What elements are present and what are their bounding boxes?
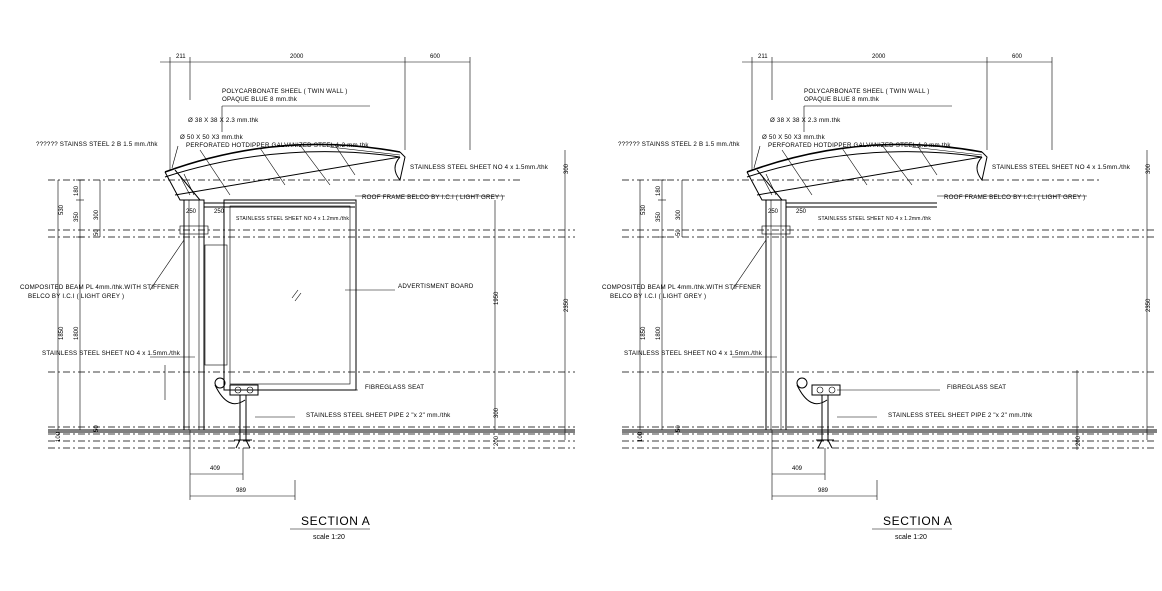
top-dimension-chain: 211 2000 600 — [160, 54, 471, 170]
bottom-dimension-chain: 409 989 — [189, 430, 296, 500]
dim-250b: 250 — [796, 209, 807, 215]
section-drawing-1: 211 2000 600 — [20, 54, 575, 541]
label-polycarbonate: POLYCARBONATE SHEEL ( TWIN WALL ) — [222, 88, 348, 95]
label-opaque: OPAQUE BLUE 8 mm.thk — [804, 96, 880, 103]
dim-600: 600 — [430, 54, 441, 60]
label-tube38: Ø 38 X 38 X 2.3 mm.thk — [188, 117, 259, 124]
label-fibreglass: FIBREGLASS SEAT — [947, 384, 1006, 391]
dim-300-right: 300 — [564, 163, 570, 174]
dim-300: 300 — [676, 209, 682, 220]
section-drawing-2: 211 2000 600 — [602, 54, 1157, 541]
dim-180: 180 — [74, 185, 80, 196]
dim-409: 409 — [210, 466, 221, 472]
dim-300-right: 300 — [1146, 163, 1152, 174]
label-opaque: OPAQUE BLUE 8 mm.thk — [222, 96, 298, 103]
dim-50b: 50 — [676, 425, 682, 432]
label-stainless-small: STAINLESS STEEL SHEET NO 4 x 1.2mm./thk — [818, 216, 931, 222]
dim-1800: 1800 — [74, 326, 80, 340]
label-composited-1: COMPOSITED BEAM PL 4mm./thk.WITH STIFFEN… — [20, 284, 179, 291]
bottom-dimension-chain: 409 989 — [771, 430, 878, 500]
right-dimension-chain: 300 1950 2350 300 200 — [494, 150, 570, 446]
dim-350: 350 — [74, 211, 80, 222]
section-title: SECTION A — [301, 514, 370, 528]
label-stainss: ?????? STAINSS STEEL 2 B 1.5 mm./thk — [36, 141, 158, 148]
dim-1850: 1850 — [641, 326, 647, 340]
reference-lines — [622, 179, 1157, 449]
dim-211: 211 — [176, 54, 186, 60]
dim-300-lower: 300 — [494, 407, 500, 418]
fibreglass-seat — [796, 377, 841, 449]
label-composited-2: BELCO BY I.C.I ( LIGHT GREY ) — [28, 293, 124, 300]
label-advertisment: ADVERTISMENT BOARD — [398, 283, 474, 290]
dim-250b: 250 — [214, 209, 225, 215]
label-stainless-mid: STAINLESS STEEL SHEET NO 4 x 1.5mm./thk — [42, 350, 181, 357]
label-leaders — [149, 105, 505, 418]
reference-lines — [48, 179, 575, 449]
dim-2350: 2350 — [564, 298, 570, 312]
label-composited-1: COMPOSITED BEAM PL 4mm./thk.WITH STIFFEN… — [602, 284, 761, 291]
dim-2000: 2000 — [290, 54, 304, 60]
dim-200: 200 — [494, 435, 500, 446]
label-stainss: ?????? STAINSS STEEL 2 B 1.5 mm./thk — [618, 141, 740, 148]
dim-100: 100 — [638, 431, 644, 442]
dim-2000: 2000 — [872, 54, 886, 60]
fibreglass-seat — [214, 377, 259, 449]
label-roof-frame: ROOF FRAME BELCO BY I.C.I ( LIGHT GREY ) — [944, 194, 1085, 201]
label-stainless-small: STAINLESS STEEL SHEET NO 4 x 1.2mm./thk — [236, 216, 349, 222]
dim-530: 530 — [59, 204, 65, 215]
roof-canopy — [164, 143, 406, 201]
label-tube38: Ø 38 X 38 X 2.3 mm.thk — [770, 117, 841, 124]
ground-line — [48, 429, 575, 433]
dim-250a: 250 — [186, 209, 197, 215]
dim-211: 211 — [758, 54, 768, 60]
scale-label: scale 1:20 — [313, 534, 345, 541]
left-dimension-chain: 530 180 350 300 50 1850 1800 100 50 — [56, 179, 166, 442]
label-tube50: Ø 50 X 50 X3 mm.thk — [180, 134, 244, 141]
label-fibreglass: FIBREGLASS SEAT — [365, 384, 424, 391]
dim-50b: 50 — [94, 425, 100, 432]
label-stainless-mid: STAINLESS STEEL SHEET NO 4 x 1.5mm./thk — [624, 350, 763, 357]
label-roof-frame: ROOF FRAME BELCO BY I.C.I ( LIGHT GREY ) — [362, 194, 503, 201]
label-tube50: Ø 50 X 50 X3 mm.thk — [762, 134, 826, 141]
scale-label: scale 1:20 — [895, 534, 927, 541]
label-leaders — [731, 105, 1087, 418]
dim-50: 50 — [94, 229, 100, 236]
dim-50: 50 — [676, 229, 682, 236]
dim-300: 300 — [94, 209, 100, 220]
dim-180: 180 — [656, 185, 662, 196]
dim-200: 200 — [1076, 435, 1082, 446]
left-dimension-chain: 530 180 350 300 50 1850 1800 100 50 — [638, 179, 683, 442]
dim-1800: 1800 — [656, 326, 662, 340]
advertisment-board — [204, 199, 357, 391]
dim-1950: 1950 — [494, 291, 500, 305]
label-pipe: STAINLESS STEEL SHEET PIPE 2 "x 2" mm./t… — [888, 412, 1033, 419]
steel-column — [761, 199, 937, 431]
dim-409: 409 — [792, 466, 803, 472]
dim-100: 100 — [56, 431, 62, 442]
label-pipe: STAINLESS STEEL SHEET PIPE 2 "x 2" mm./t… — [306, 412, 451, 419]
dim-989: 989 — [236, 488, 247, 494]
dim-600: 600 — [1012, 54, 1023, 60]
dim-530: 530 — [641, 204, 647, 215]
steel-column — [179, 199, 355, 431]
dim-350: 350 — [656, 211, 662, 222]
top-dimension-chain: 211 2000 600 — [742, 54, 1053, 170]
label-perforated: PERFORATED HOTDIPPER GALVANIZED STEEL 1.… — [768, 142, 951, 149]
label-polycarbonate: POLYCARBONATE SHEEL ( TWIN WALL ) — [804, 88, 930, 95]
dim-250a: 250 — [768, 209, 779, 215]
label-perforated: PERFORATED HOTDIPPER GALVANIZED STEEL 1.… — [186, 142, 369, 149]
label-stainless-top: STAINLESS STEEL SHEET NO 4 x 1.5mm./thk — [410, 164, 549, 171]
section-title: SECTION A — [883, 514, 952, 528]
label-stainless-top: STAINLESS STEEL SHEET NO 4 x 1.5mm./thk — [992, 164, 1131, 171]
dim-2350: 2350 — [1146, 298, 1152, 312]
right-dimension-chain: 300 2350 200 — [1076, 150, 1152, 450]
roof-canopy — [746, 143, 988, 201]
ground-line — [622, 429, 1157, 433]
dim-1850: 1850 — [59, 326, 65, 340]
label-composited-2: BELCO BY I.C.I ( LIGHT GREY ) — [610, 293, 706, 300]
dim-989: 989 — [818, 488, 829, 494]
